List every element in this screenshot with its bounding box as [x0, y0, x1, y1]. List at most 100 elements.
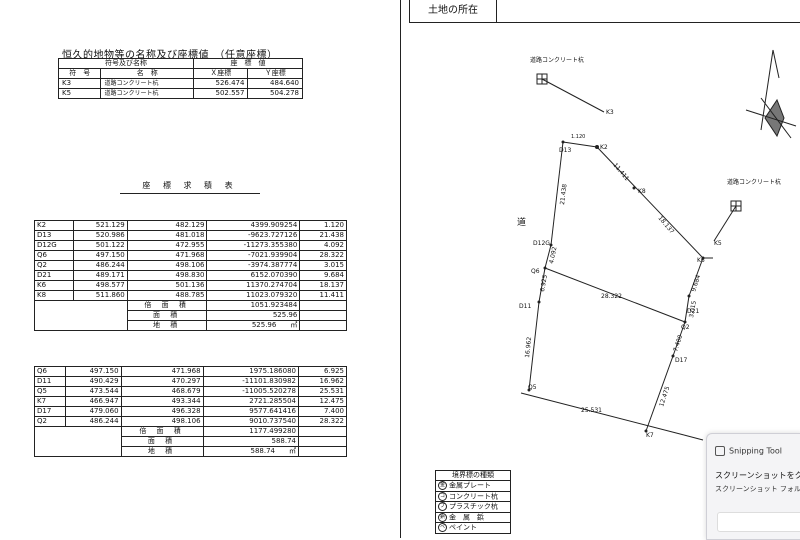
page-divider	[400, 0, 401, 538]
cell-y: 481.018	[126, 230, 208, 241]
label-len-6925: 6.925	[539, 274, 549, 292]
summary-label: 倍 面 積	[120, 426, 204, 437]
cell-product: -9623.727126	[206, 230, 301, 241]
metal-rivet-icon: 鋲	[438, 512, 447, 522]
cell-y: 471.968	[126, 250, 208, 261]
label-len-12475: 12.475	[658, 385, 671, 407]
snipping-tool-app-label: Snipping Tool	[715, 446, 782, 456]
summary-label: 倍 面 積	[126, 300, 208, 311]
cell-product: -11101.830982	[202, 376, 300, 387]
label-q5: Q5	[528, 384, 537, 391]
cell-y: 498.106	[120, 416, 204, 427]
landmark-title: 恒久的地物等の名称及び座標値 （任意座標）	[62, 50, 278, 61]
cell-code: K3	[57, 78, 102, 89]
cell-y: 482.129	[126, 220, 208, 231]
compass-rose-icon	[764, 98, 785, 138]
header-line	[495, 22, 800, 23]
cell-y: 471.968	[120, 366, 204, 377]
cell-product: -11273.355380	[206, 240, 301, 251]
cell-length: 4.092	[299, 240, 347, 251]
cell-product: 11370.274704	[206, 280, 301, 291]
cell-length: 7.400	[298, 406, 347, 417]
cell-x: 511.860	[73, 290, 128, 301]
cell-length: 12.475	[298, 396, 347, 407]
cell-length: 1.120	[299, 220, 347, 231]
label-q6: Q6	[531, 268, 540, 275]
cell-length: 11.411	[299, 290, 347, 301]
cell-point: Q5	[33, 386, 67, 397]
legend-item: 金金属プレート	[435, 480, 511, 492]
land-location-header: 土地の所在	[409, 0, 497, 23]
cell-length: 3.015	[299, 260, 347, 271]
legend-item: ココンクリート杭	[435, 490, 511, 502]
notification-action-button[interactable]	[717, 512, 800, 532]
label-k3: K3	[606, 109, 614, 116]
cell-point: K7	[33, 396, 67, 407]
summary-value: 525.96	[206, 310, 301, 321]
cell-y: 468.679	[120, 386, 204, 397]
north-arrow	[760, 49, 774, 131]
label-k2: K2	[600, 144, 608, 151]
cell-x: 501.122	[73, 240, 128, 251]
cell-product: 1975.186080	[202, 366, 300, 377]
summary-empty	[298, 436, 347, 447]
plastic-pile-icon: プ	[438, 502, 447, 511]
table-row: K5 道路コンクリート杭 502.557 504.278	[57, 88, 303, 99]
cell-length: 16.962	[298, 376, 347, 387]
cell-product: 2721.285504	[202, 396, 300, 407]
metal-plate-icon: 金	[438, 481, 447, 490]
summary-empty	[299, 300, 347, 311]
label-len-18137: 18.137	[656, 215, 675, 236]
snipping-tool-icon	[715, 446, 725, 456]
summary-blank	[34, 320, 128, 331]
cell-product: -3974.387774	[206, 260, 301, 271]
summary-label: 地 積	[126, 320, 208, 331]
label-k6: K6	[697, 257, 705, 264]
cell-product: 11023.079320	[206, 290, 301, 301]
cell-y: 493.344	[120, 396, 204, 407]
snipping-tool-notification[interactable]: Snipping Tool スクリーンショットをクリ スクリーンショット フォル	[706, 433, 800, 540]
col-header-y: Ｙ座標	[247, 68, 303, 79]
label-len-7400: 7.400	[672, 334, 684, 353]
cell-point: K2	[33, 220, 75, 231]
group-header-coords: 座 標 値	[192, 58, 304, 69]
legend-item: 鋲金 属 鋲	[435, 511, 511, 523]
group-header-name: 符号及び名称	[58, 58, 194, 69]
label-d13: D13	[559, 147, 571, 154]
col-header-x: Ｘ座標	[192, 68, 249, 79]
boundary-marker-legend: 境界標の種類 金金属プレート ココンクリート杭 ププラスチック杭 鋲金 属 鋲 …	[435, 470, 511, 534]
cell-x: 520.986	[73, 230, 128, 241]
unit-label: ㎡	[290, 321, 298, 329]
col-header-code: 符 号	[57, 68, 102, 79]
cell-y: 470.297	[120, 376, 204, 387]
cell-x: 466.947	[65, 396, 122, 407]
cell-name: 道路コンクリート杭	[100, 88, 194, 99]
label-d11: D11	[519, 303, 531, 310]
cell-point: K8	[33, 290, 75, 301]
legend-item: ペペイント	[435, 522, 511, 534]
legend-title: 境界標の種類	[435, 470, 511, 481]
notification-line-2: スクリーンショット フォル	[715, 485, 800, 493]
cell-length: 9.684	[299, 270, 347, 281]
survey-map: 道路コンクリート杭 K3 道路コンクリート杭 K5 1.120 D13 K2 K…	[517, 49, 797, 441]
landmark-table: 符号及び名称 座 標 値 符 号 名 称 Ｘ座標 Ｙ座標 K3 道路コンクリート…	[57, 58, 304, 99]
summary-value: 1177.499280	[202, 426, 300, 437]
cell-point: D11	[33, 376, 67, 387]
cell-y: 472.955	[126, 240, 208, 251]
